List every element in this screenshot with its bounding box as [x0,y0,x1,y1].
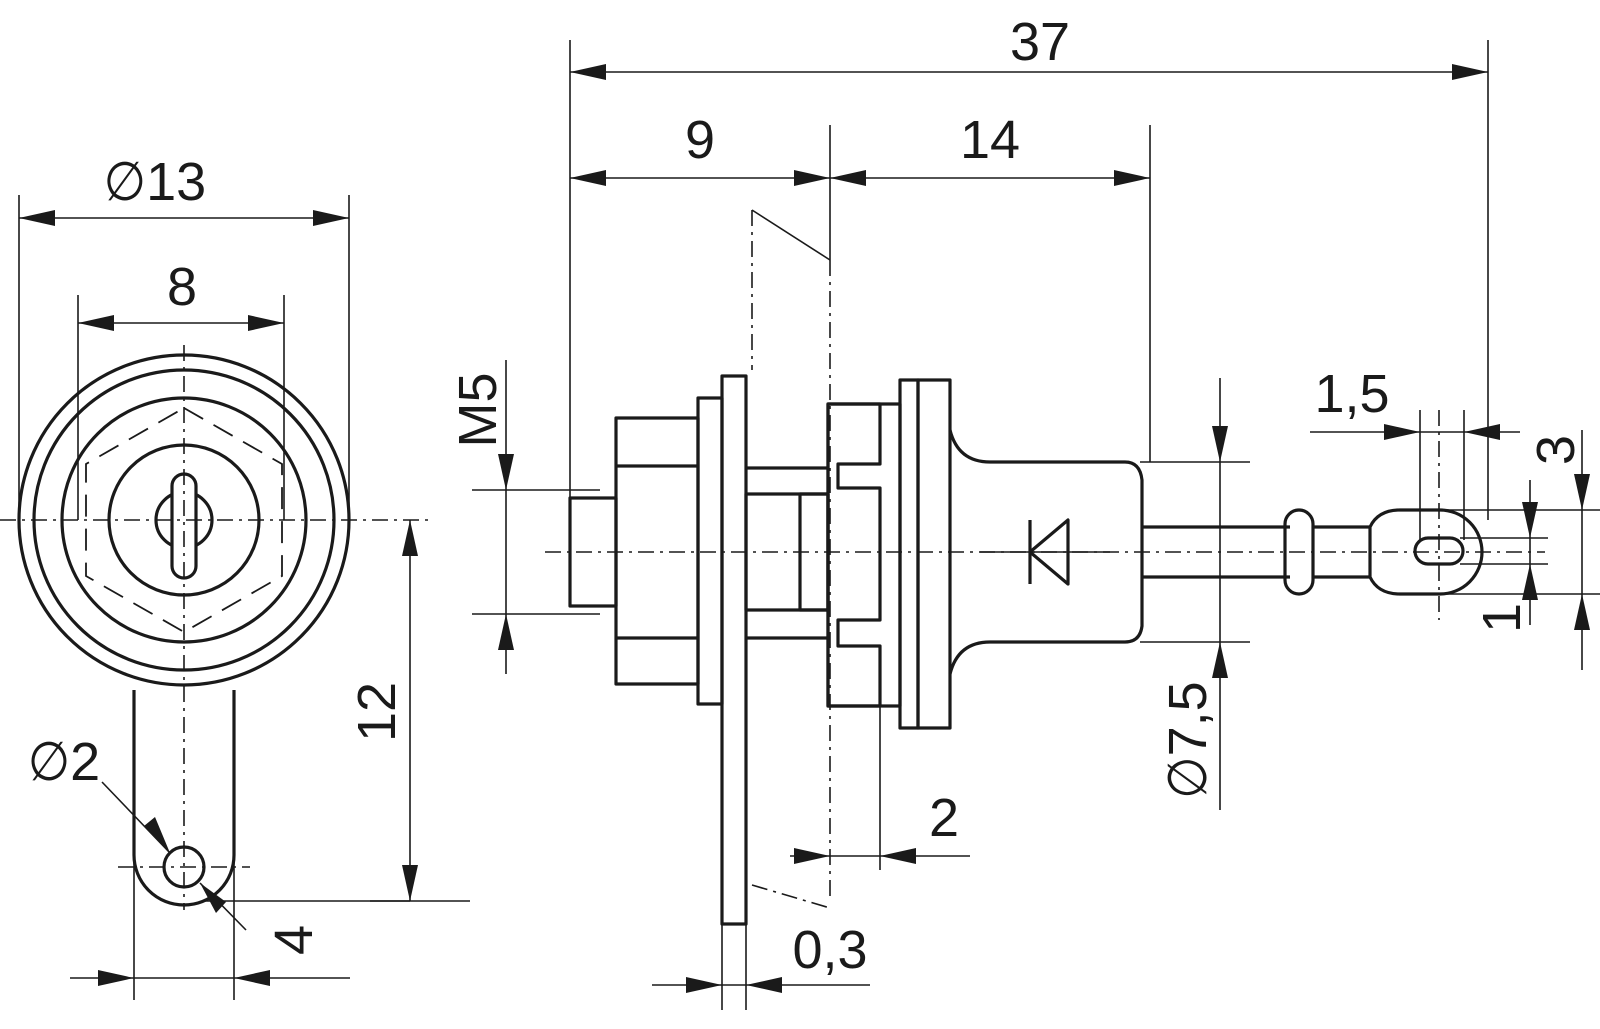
arrow [570,64,606,80]
arrow [248,315,284,331]
dim-label-d7-5: ∅7,5 [1158,681,1218,798]
arrow [570,170,606,186]
arrow [234,970,270,986]
arrow [402,520,418,556]
arrow [1574,594,1590,630]
dim-label-3: 3 [1526,435,1586,465]
dim-label-1-5: 1,5 [1314,364,1389,424]
dim-label-4: 4 [264,925,324,955]
arrow [794,848,830,864]
flange-nut [826,402,882,708]
arrow [1452,64,1488,80]
arrow [78,315,114,331]
front-view: ∅13 8 12 ∅2 4 [0,152,470,1000]
hidden-hex-nut [85,406,283,634]
dim-label-d13: ∅13 [104,152,206,212]
diode-body [948,429,1144,675]
arrow [1212,642,1228,678]
dim-label-14: 14 [960,110,1020,170]
arrow [1574,474,1590,510]
dim-label-m5: M5 [448,372,508,447]
dim-label-9: 9 [685,110,715,170]
panel-sheet [720,374,748,926]
arrow [1212,426,1228,462]
side-view: 37 9 14 M5 2 0,3 [448,12,1600,1010]
section-mark-top [751,209,831,261]
arrow [1114,170,1150,186]
arrow [19,210,55,226]
terminal-eye [1368,508,1484,596]
section-mark-bottom [751,884,831,909]
flange-outline [826,402,902,708]
dim-label-12: 12 [347,682,407,742]
arrow [1464,424,1500,440]
hex-nut [614,416,700,686]
arrow [830,170,866,186]
dim-label-0-3: 0,3 [792,920,867,980]
dim-label-37: 37 [1010,12,1070,72]
arrow [200,883,226,913]
arrow [313,210,349,226]
dim-label-d2: ∅2 [28,732,100,792]
flange-disc-b [916,378,952,730]
dim-label-2: 2 [929,788,959,848]
arrow [746,977,782,993]
arrow [498,614,514,650]
dim-label-8: 8 [167,257,197,317]
arrow [144,817,170,853]
washer [696,396,724,706]
arrow [686,977,722,993]
arrow [402,865,418,901]
flange-disc-a [898,378,920,730]
arrow [498,454,514,490]
arrow [1522,502,1538,538]
arrow [794,170,830,186]
dim-label-1: 1 [1472,603,1532,633]
solder-lug [132,690,236,907]
arrow [880,848,916,864]
arrow [1522,564,1538,600]
arrow [1384,424,1420,440]
arrow [98,970,134,986]
